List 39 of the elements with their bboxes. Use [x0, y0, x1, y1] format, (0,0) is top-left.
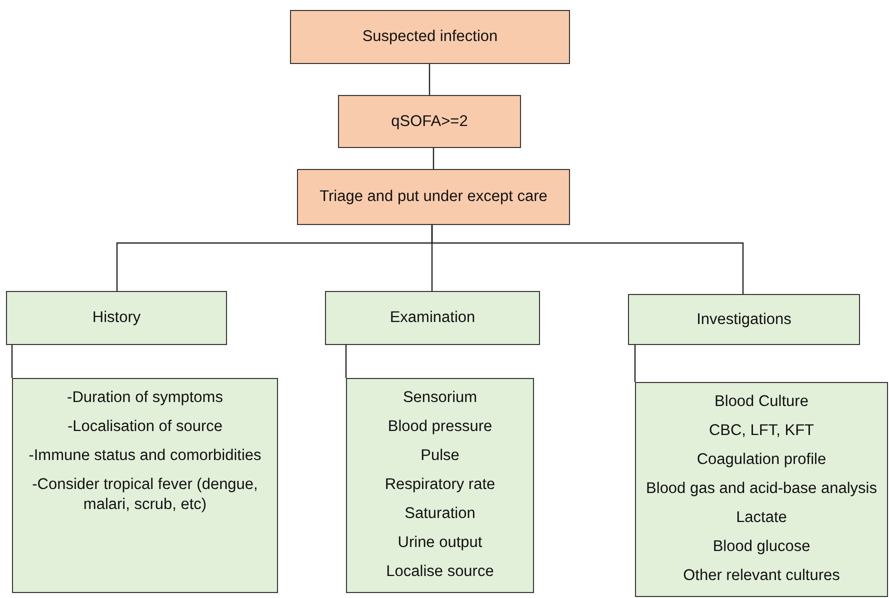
- box-label: Examination: [390, 309, 476, 327]
- box-label: History: [92, 309, 141, 327]
- list-item: Blood glucose: [712, 536, 810, 556]
- list-item: Respiratory rate: [384, 474, 496, 494]
- list-item: Saturation: [404, 504, 476, 524]
- list-item: -Duration of symptoms: [67, 388, 223, 408]
- list-item: Urine output: [398, 532, 482, 552]
- connector-line: [634, 345, 636, 382]
- connector-line: [11, 345, 13, 378]
- detail-box: [12, 378, 278, 593]
- detail-box: [346, 378, 534, 593]
- list-item: Blood gas and acid-base analysis: [646, 478, 877, 498]
- box-label: qSOFA>=2: [391, 112, 468, 130]
- connector-line: [345, 345, 347, 378]
- list-item: Sensorium: [402, 388, 478, 408]
- detail-box: [635, 382, 888, 597]
- list-item: Other relevant cultures: [683, 566, 840, 586]
- process-box: [338, 95, 521, 148]
- connector-line: [428, 64, 430, 95]
- category-box: [628, 294, 860, 345]
- category-box: [6, 291, 227, 345]
- list-item: Blood pressure: [388, 416, 492, 436]
- box-label: Triage and put under except care: [320, 188, 548, 206]
- category-box: [325, 291, 540, 345]
- box-label: Suspected infection: [362, 28, 498, 46]
- list-item: Blood Culture: [714, 392, 808, 412]
- list-item: -Localisation of source: [67, 416, 223, 436]
- connector-line: [431, 225, 744, 294]
- list-item: Pulse: [420, 446, 460, 466]
- connector-line: [432, 148, 434, 169]
- list-item: -Consider tropical fever (dengue, malari, scrub, etc): [31, 474, 259, 514]
- list-item: CBC, LFT, KFT: [708, 420, 814, 440]
- list-item: -Immune status and comorbidities: [28, 446, 262, 466]
- list-item: Coagulation profile: [696, 450, 826, 470]
- process-box: [290, 10, 570, 64]
- box-label: Investigations: [696, 310, 792, 328]
- list-item: Lactate: [736, 508, 787, 528]
- process-box: [297, 169, 570, 225]
- list-item: Localise source: [386, 562, 494, 582]
